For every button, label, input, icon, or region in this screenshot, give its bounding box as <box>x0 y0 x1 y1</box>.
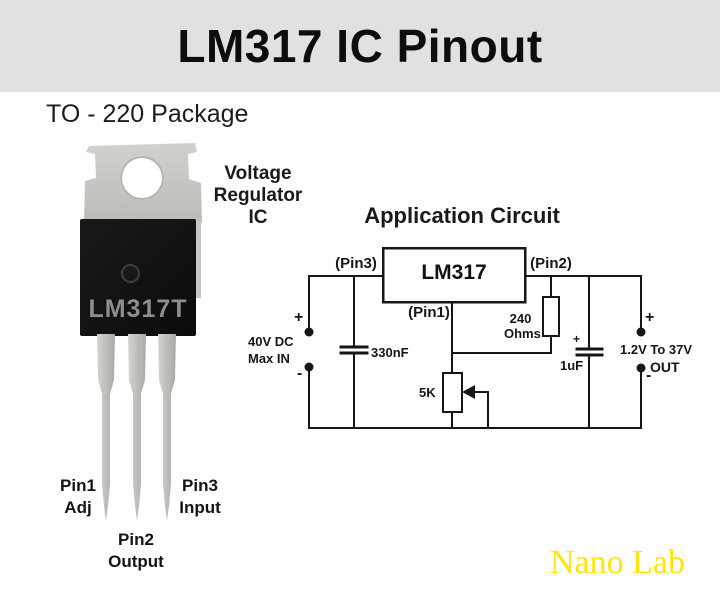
pin2-function: Output <box>108 552 164 571</box>
annotation-line-1: Voltage <box>224 163 292 184</box>
pin1-name: Pin1 <box>60 476 96 495</box>
pot-5k <box>442 372 463 413</box>
resistor-240 <box>542 296 560 337</box>
input-cap-value: 330nF <box>371 345 409 360</box>
to220-tab-edge <box>195 220 201 298</box>
terminal-dots <box>304 327 646 373</box>
pinref-pin3: (Pin3) <box>335 255 377 272</box>
output-cap-polarity: + <box>573 332 581 346</box>
resistor-value: 240 <box>509 311 532 326</box>
pin3-name: Pin3 <box>182 476 218 495</box>
package-leg-pin2 <box>128 334 146 521</box>
wiper-arrow-icon <box>462 385 475 399</box>
mounting-hole <box>120 156 164 200</box>
input-spec-line2: Max IN <box>248 351 290 366</box>
input-spec-line1: 40V DC <box>248 334 294 349</box>
input-plus-sign: + <box>294 309 304 326</box>
pot-value: 5K <box>419 385 436 400</box>
pot-wiper <box>473 391 489 429</box>
input-minus-sign: - <box>297 365 303 382</box>
circuit-section-title: Application Circuit <box>364 203 560 228</box>
brand-logo-mark <box>121 264 140 283</box>
annotation-line-2: Regulator <box>213 185 303 206</box>
pin1-function: Adj <box>64 498 92 517</box>
pin3-label: Pin3 Input <box>168 475 232 519</box>
output-plus-sign: + <box>645 309 655 326</box>
output-spec-line2: OUT <box>650 359 680 375</box>
input-plus-terminal <box>304 327 314 337</box>
pinref-pin2: (Pin2) <box>530 255 572 272</box>
title-banner: LM317 IC Pinout <box>0 0 720 92</box>
chip-marking: LM317T <box>88 295 188 323</box>
to220-plastic-body: LM317T <box>80 219 196 336</box>
cap-330nf <box>339 275 369 429</box>
output-plus-terminal <box>636 327 646 337</box>
ic-box <box>381 246 527 304</box>
output-cap-value: 1uF <box>560 358 584 373</box>
voltage-regulator-annotation: Voltage Regulator IC <box>203 163 313 229</box>
output-minus-sign: - <box>646 367 652 384</box>
output-minus-terminal <box>636 363 646 373</box>
pinref-pin1: (Pin1) <box>408 304 450 321</box>
input-minus-terminal <box>304 362 314 372</box>
pin2-name: Pin2 <box>118 530 154 549</box>
to220-metal-tab <box>84 143 202 223</box>
page-title: LM317 IC Pinout <box>177 20 543 72</box>
package-section-title: TO - 220 Package <box>46 100 249 128</box>
resistor-unit: Ohms <box>504 326 541 341</box>
cap-1uf <box>575 275 604 429</box>
pin3-function: Input <box>179 498 221 517</box>
output-spec-line1: 1.2V To 37V <box>620 342 693 357</box>
adjust-network-wires <box>451 275 552 429</box>
circuit-schematic <box>304 246 646 429</box>
pin1-label: Pin1 Adj <box>46 475 110 519</box>
pin2-label: Pin2 Output <box>104 529 168 573</box>
watermark-text: Nano Lab <box>550 544 686 581</box>
annotation-line-3: IC <box>248 207 268 228</box>
ic-box-label: LM317 <box>421 261 487 284</box>
